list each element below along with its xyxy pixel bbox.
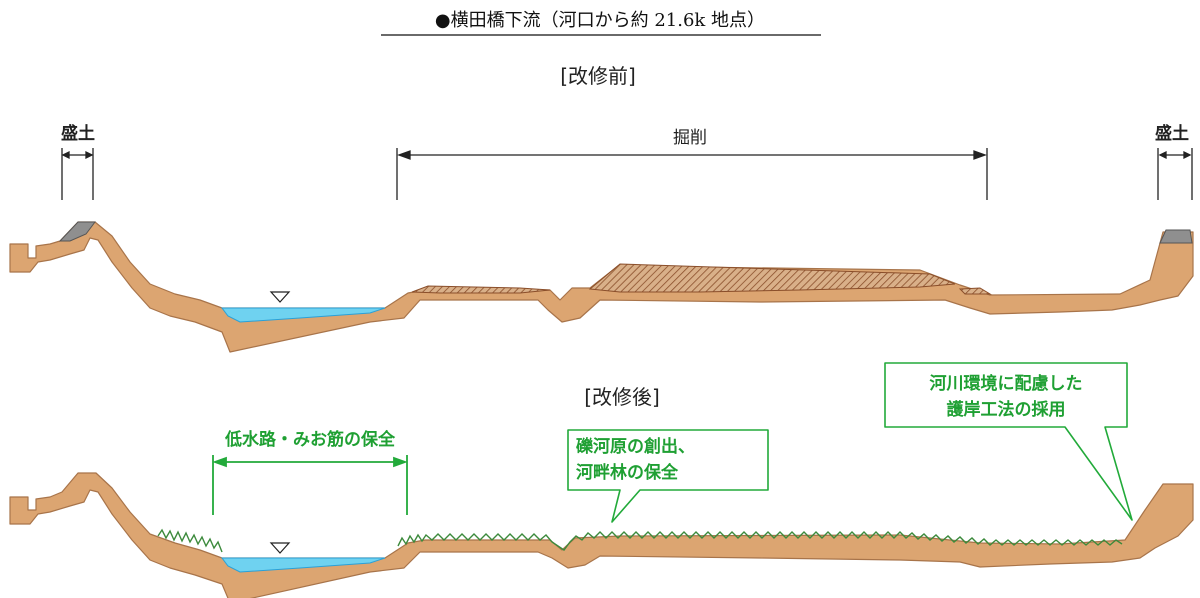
callout-revetment: 河川環境に配慮した 護岸工法の採用 bbox=[884, 362, 1133, 521]
label-excavation: 掘削 bbox=[673, 128, 707, 148]
diagram-title: ●横田橋下流（河口から約 21.6k 地点） bbox=[435, 10, 765, 31]
callout-gravel-line2: 河畔林の保全 bbox=[576, 462, 679, 483]
label-right-embankment: 盛土 bbox=[1155, 123, 1189, 144]
before-water bbox=[221, 307, 386, 323]
label-low-water-channel: 低水路・みお筋の保全 bbox=[224, 429, 396, 450]
right-embankment-dimension bbox=[1157, 148, 1193, 200]
callout-revetment-line2: 護岸工法の採用 bbox=[947, 399, 1066, 420]
after-grass-left-bank bbox=[157, 528, 223, 553]
low-water-dimension bbox=[212, 455, 408, 515]
before-water-level-icon bbox=[269, 291, 291, 303]
before-heading: [改修前] bbox=[560, 64, 636, 88]
callout-revetment-line1: 河川環境に配慮した bbox=[930, 373, 1083, 394]
excavation-area-main bbox=[588, 263, 956, 293]
excavation-dimension bbox=[396, 148, 988, 200]
before-section: [改修前] 盛土 掘削 盛土 bbox=[9, 64, 1194, 353]
after-water bbox=[221, 557, 386, 573]
excavation-area-left bbox=[411, 285, 551, 294]
label-left-embankment: 盛土 bbox=[61, 123, 95, 144]
after-heading: [改修後] bbox=[584, 385, 660, 409]
after-section: [改修後] 低水路・みお筋の保全 礫河原の創出、 河畔林の保全 河川環境に配慮し… bbox=[9, 362, 1194, 598]
callout-gravel-line1: 礫河原の創出、 bbox=[576, 436, 695, 457]
callout-gravel-bed: 礫河原の創出、 河畔林の保全 bbox=[567, 429, 769, 523]
before-right-embankment bbox=[1159, 229, 1193, 244]
after-water-level-icon bbox=[269, 542, 291, 554]
after-grass-floodplain bbox=[397, 531, 1123, 551]
left-embankment-dimension bbox=[61, 148, 94, 200]
before-left-embankment bbox=[58, 221, 96, 242]
excavation-area-right bbox=[958, 287, 992, 295]
